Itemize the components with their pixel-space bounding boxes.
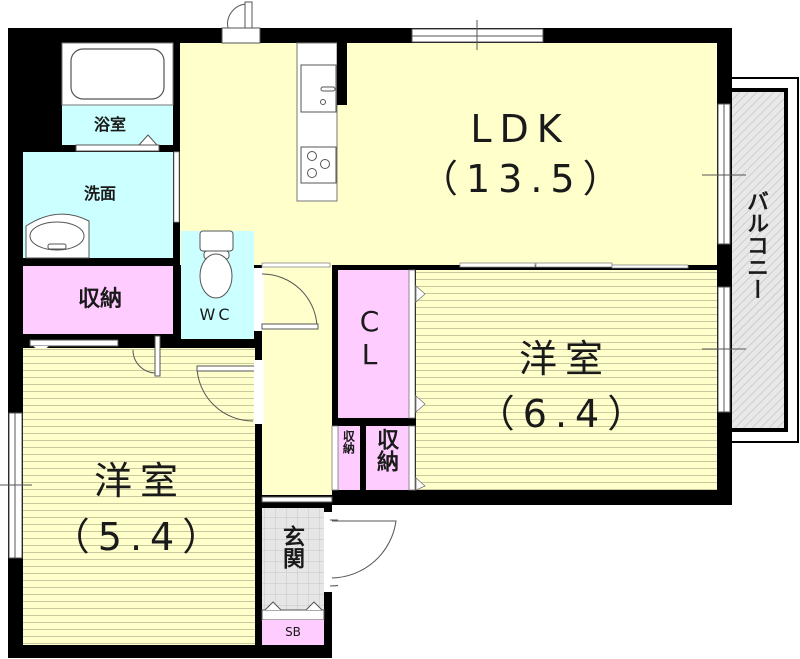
ldk-size: （13.5）	[420, 157, 629, 201]
balcony-label: バルコニー	[743, 190, 768, 300]
storage-west	[23, 266, 173, 334]
storage-small	[338, 426, 360, 490]
western-room-east-label: 洋室	[518, 337, 611, 381]
hall-floor	[262, 265, 332, 495]
closet-label: CL	[353, 305, 386, 371]
storage-mid-label: 収納	[373, 428, 398, 472]
washroom-label: 洗面	[83, 184, 116, 203]
kitchen-counter	[296, 42, 347, 202]
bathroom	[61, 42, 174, 152]
toilet-label: WC	[199, 305, 233, 324]
ldk-floor	[180, 43, 717, 265]
shoe-box-label: SB	[285, 625, 301, 639]
bathroom-label: 浴室	[93, 115, 126, 134]
entrance-label: 玄関	[279, 525, 304, 569]
storage-west-label: 収納	[77, 287, 122, 312]
western-room-east-size: （6.4）	[476, 392, 654, 436]
washroom	[23, 151, 180, 259]
storage-mid	[366, 426, 409, 490]
storage-small-label: 収納	[341, 430, 356, 454]
ldk-label: LDK	[470, 107, 570, 151]
toilet	[181, 230, 319, 339]
western-room-west-size: （5.4）	[51, 515, 229, 559]
windows	[0, 1, 746, 559]
western-room-west-label: 洋室	[93, 459, 186, 503]
western-room-east-floor	[416, 270, 717, 490]
western-room-west-floor	[23, 348, 255, 645]
balcony	[728, 77, 799, 443]
closet	[338, 270, 409, 418]
entrance	[261, 496, 408, 659]
